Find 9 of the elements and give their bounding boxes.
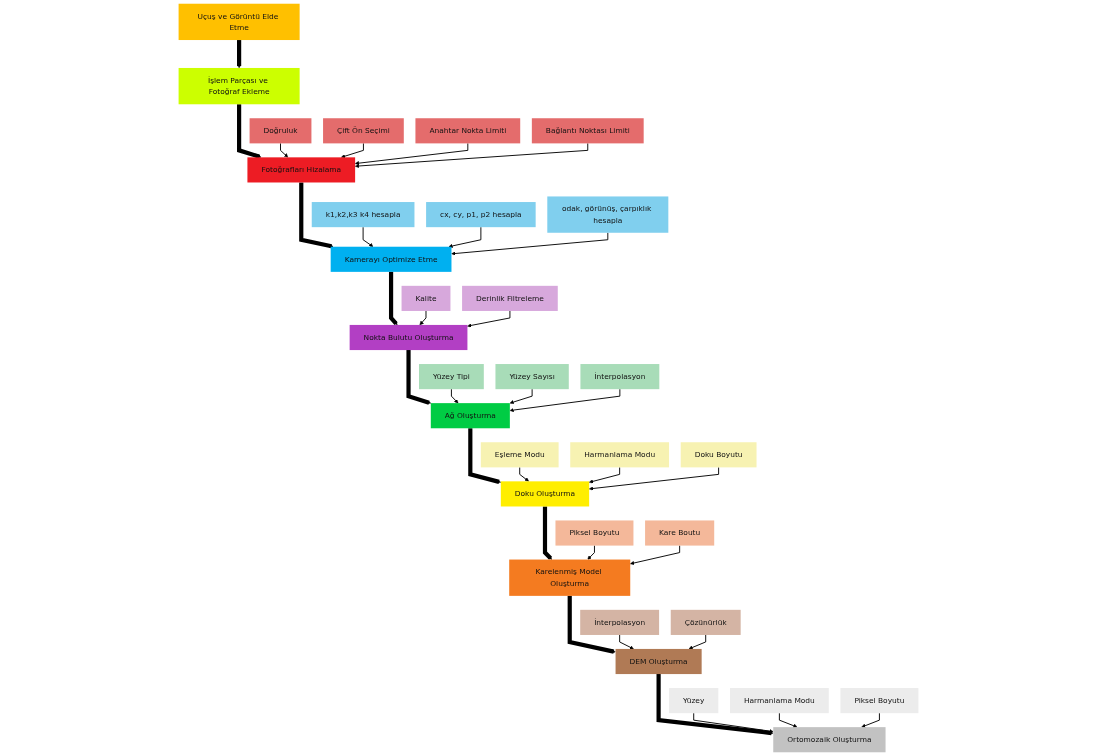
arrow bbox=[237, 104, 262, 159]
arrow bbox=[542, 506, 553, 560]
arrow bbox=[237, 40, 242, 69]
arrow bbox=[299, 182, 334, 249]
arrow bbox=[567, 595, 616, 654]
arrow bbox=[656, 674, 774, 736]
arrow bbox=[406, 350, 431, 405]
arrow bbox=[468, 428, 501, 484]
arrow bbox=[388, 271, 398, 326]
